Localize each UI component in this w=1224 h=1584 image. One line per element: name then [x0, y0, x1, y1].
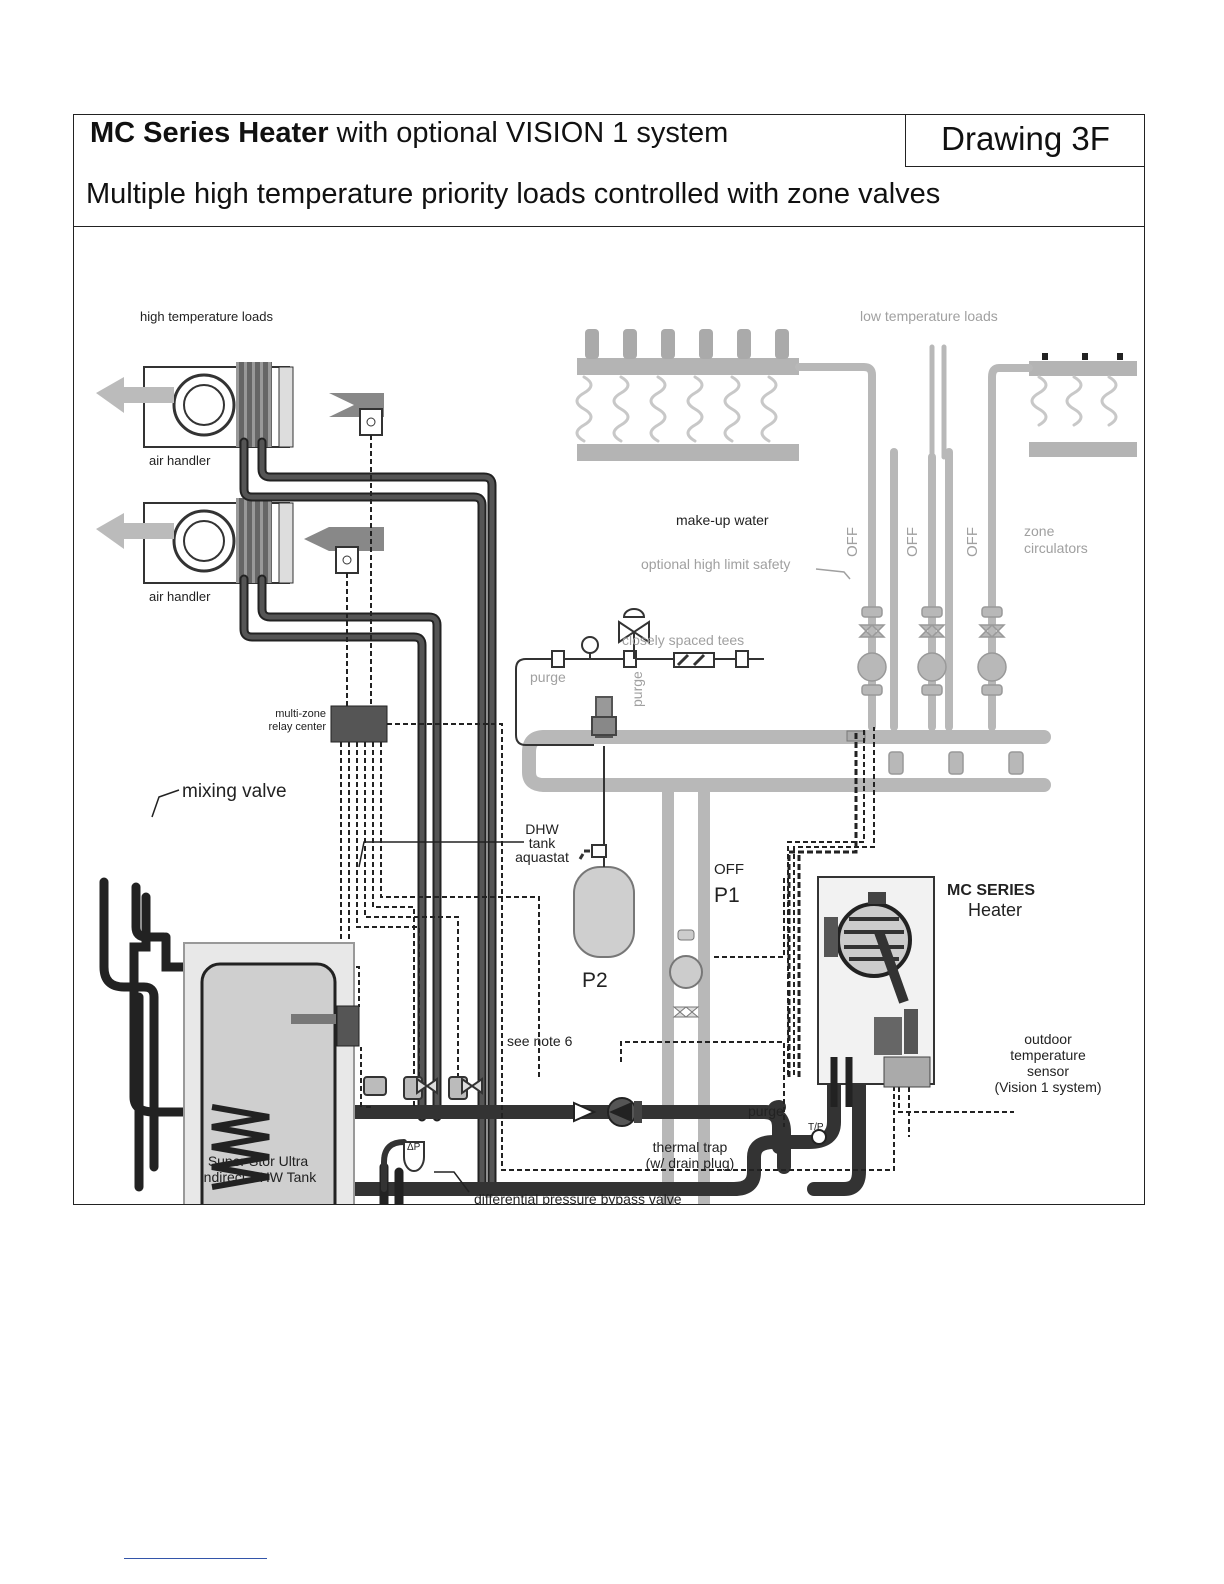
label-dhw-3: aquastat: [515, 849, 569, 865]
label-outdoor-4: (Vision 1 system): [994, 1079, 1101, 1095]
title-bold: MC Series Heater: [90, 117, 329, 149]
label-dhw-2: tank: [529, 835, 556, 851]
manifold-return: [577, 444, 799, 461]
label-outdoor-1: outdoor: [1024, 1031, 1072, 1047]
air-handler-1: [96, 362, 384, 448]
label-thermal-trap-1: thermal trap: [653, 1139, 728, 1155]
label-mixing-valve: mixing valve: [182, 781, 287, 802]
label-low-temp-loads: low temperature loads: [860, 308, 998, 324]
manifold2-return: [1029, 442, 1137, 457]
label-air-handler-1: air handler: [149, 453, 211, 468]
label-off-3: OFF: [964, 527, 981, 557]
relay-center-box: [330, 705, 388, 743]
label-mc-series-2: Heater: [968, 900, 1022, 920]
label-multi-zone-1: multi-zone: [275, 708, 326, 720]
label-delta-p: ΔP: [407, 1142, 421, 1153]
manifold-supply: [577, 358, 799, 375]
label-outdoor-3: sensor: [1027, 1063, 1069, 1079]
label-mc-series-1: MC SERIES: [947, 882, 1035, 899]
label-purge-2: purge: [748, 1103, 784, 1119]
label-bypass: differential pressure bypass valve: [474, 1191, 682, 1204]
drawing-title: MC Series Heater with optional VISION 1 …: [90, 117, 728, 150]
sensor-wiring: [787, 732, 858, 1077]
label-thermal-trap-2: (w/ drain plug): [646, 1155, 735, 1171]
low-temp-system: [522, 329, 1137, 792]
label-purge-3: purge: [629, 671, 645, 707]
label-see-note: see note 6: [507, 1033, 573, 1049]
drawing-subtitle: Multiple high temperature priority loads…: [86, 178, 941, 210]
label-air-handler-2: air handler: [149, 589, 211, 604]
drawing-number: Drawing 3F: [905, 114, 1145, 167]
label-zone-circulators-1: zone: [1024, 523, 1055, 539]
label-p2: P2: [582, 969, 608, 992]
label-zone-circulators-2: circulators: [1024, 540, 1088, 556]
high-temp-piping: [99, 437, 866, 1204]
label-off-2: OFF: [904, 527, 921, 557]
dhw-tank: [183, 942, 360, 1204]
mc-heater: [811, 876, 935, 1145]
label-closely-spaced-tees: closely spaced tees: [622, 632, 744, 648]
label-purge-1: purge: [530, 669, 566, 685]
label-high-temp-loads: high temperature loads: [140, 309, 273, 324]
title-rest: with optional VISION 1 system: [328, 117, 729, 149]
zone-valves: [363, 1076, 483, 1172]
make-up-water: [515, 608, 764, 958]
label-p1: P1: [714, 884, 740, 907]
label-off-1: OFF: [844, 527, 861, 557]
footer-link-underline: [124, 1558, 267, 1559]
header-divider: [74, 226, 1144, 227]
label-tank-1: Super Stor Ultra: [208, 1153, 309, 1169]
label-off-p1: OFF: [714, 861, 744, 878]
label-multi-zone-2: relay center: [269, 721, 327, 733]
drawing-frame: MC Series Heater with optional VISION 1 …: [73, 114, 1145, 1205]
label-tp: T/P: [808, 1122, 824, 1133]
label-outdoor-2: temperature: [1010, 1047, 1086, 1063]
title-row: MC Series Heater with optional VISION 1 …: [74, 115, 905, 167]
label-make-up-water: make-up water: [676, 512, 769, 528]
label-tank-2: Indirect DHW Tank: [200, 1169, 317, 1185]
air-handler-2: [96, 498, 384, 584]
label-high-limit: optional high limit safety: [641, 556, 790, 572]
pumps: [573, 929, 703, 1127]
label-dhw-1: DHW: [525, 821, 559, 837]
manifold2-supply: [1029, 361, 1137, 376]
piping-diagram: high temperature loads air handler air h…: [96, 308, 1137, 1204]
